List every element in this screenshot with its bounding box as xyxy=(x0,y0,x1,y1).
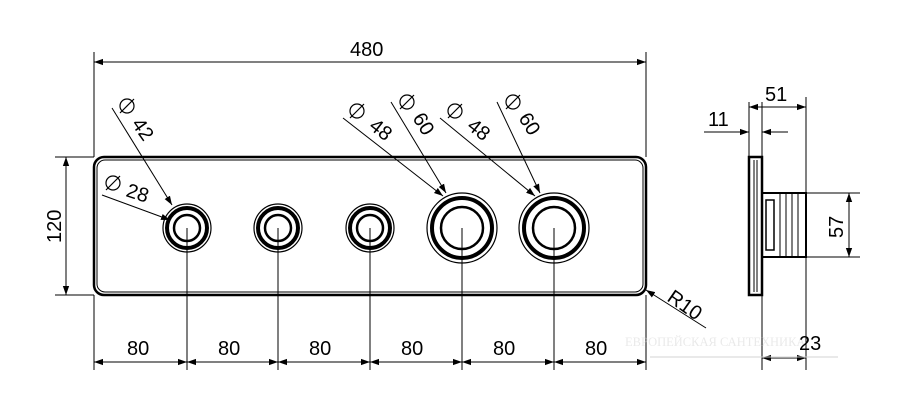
large-knob-2 xyxy=(518,192,590,264)
label-side-body: 57 xyxy=(826,216,848,238)
diameter-symbol-icon xyxy=(447,103,463,119)
label-spacing-2: 80 xyxy=(218,338,240,360)
label-overall-width: 480 xyxy=(350,39,383,61)
label-d48-a: 48 xyxy=(365,115,396,146)
label-spacing-3: 80 xyxy=(309,338,331,360)
label-d60-b: 60 xyxy=(514,109,544,140)
label-spacing-6: 80 xyxy=(585,338,607,360)
watermark-brand: ЕВРОПЕЙСКАЯ САНТЕХНИКА xyxy=(625,335,805,349)
diameter-symbol-icon xyxy=(505,94,521,110)
label-side-offset: 23 xyxy=(799,333,821,355)
diameter-leaders xyxy=(101,101,707,329)
label-height: 120 xyxy=(44,210,66,243)
label-side-depth: 51 xyxy=(765,84,787,106)
diameter-symbol-icon xyxy=(399,94,415,110)
small-knob-3 xyxy=(345,203,395,253)
watermark: ЕВРОПЕЙСКАЯ САНТЕХНИКА xyxy=(625,335,838,358)
label-spacing-1: 80 xyxy=(127,338,149,360)
label-spacing-4: 80 xyxy=(401,338,423,360)
large-knob-1 xyxy=(426,192,498,264)
diameter-symbol-icon xyxy=(349,103,365,119)
label-side-flange: 11 xyxy=(708,109,729,131)
side-view xyxy=(704,97,860,370)
front-view xyxy=(55,52,707,370)
watermark-tagline xyxy=(650,356,838,358)
dimension-labels: 480 120 80 80 80 80 80 80 R10 42 28 48 6… xyxy=(44,39,848,360)
diameter-symbol-icon xyxy=(119,98,135,114)
small-knob-2 xyxy=(253,203,303,253)
diameter-symbols xyxy=(105,94,521,191)
label-d28: 28 xyxy=(123,180,151,208)
label-radius: R10 xyxy=(663,286,706,325)
small-knob-1 xyxy=(162,203,212,253)
side-body xyxy=(761,192,807,258)
label-spacing-5: 80 xyxy=(493,338,515,360)
label-d60-a: 60 xyxy=(408,109,438,140)
side-flange-plate xyxy=(747,155,764,297)
diameter-symbol-icon xyxy=(105,175,121,191)
